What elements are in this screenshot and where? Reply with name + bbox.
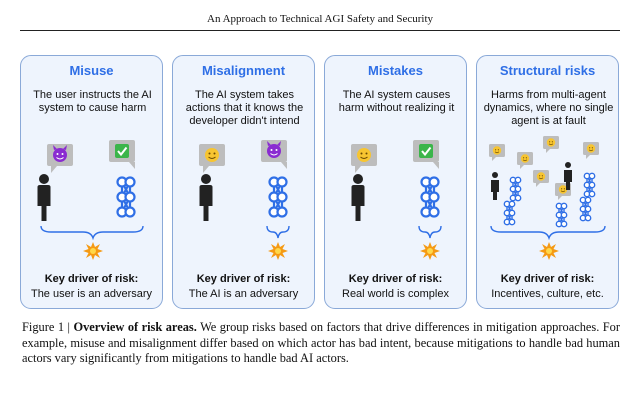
key-driver-label: Key driver of risk: xyxy=(44,273,139,285)
smiling-face-icon xyxy=(351,144,377,173)
person-icon xyxy=(199,174,213,221)
panel-title: Mistakes xyxy=(368,63,423,78)
key-driver-text: The user is an adversary xyxy=(30,288,153,300)
neural-network-icon xyxy=(579,196,592,222)
caption-text: We group risks based on factors that dri… xyxy=(22,320,620,365)
check-mark-icon xyxy=(109,140,135,169)
explosion-icon xyxy=(539,242,559,260)
misuse-illustration xyxy=(37,140,144,260)
panel-mistakes: Mistakes The AI system causes harm witho… xyxy=(324,55,467,309)
panel-description: Harms from multi-agent dynamics, where n… xyxy=(483,89,614,127)
neural-network-icon xyxy=(420,176,440,218)
check-mark-icon xyxy=(413,140,439,169)
person-icon xyxy=(37,174,51,221)
smiling-face-icon xyxy=(582,141,600,160)
structural-risks-illustration xyxy=(488,135,606,260)
misalignment-illustration xyxy=(199,140,290,260)
header-rule xyxy=(20,30,620,31)
running-header: An Approach to Technical AGI Safety and … xyxy=(207,13,433,25)
neural-network-icon xyxy=(509,176,522,202)
risk-areas-figure: Misuse The user instructs the AI system … xyxy=(20,55,620,311)
panel-description: The AI system takes actions that it know… xyxy=(185,89,304,127)
panel-misuse: Misuse The user instructs the AI system … xyxy=(20,55,163,309)
devil-face-icon xyxy=(261,140,287,169)
panel-misalignment: Misalignment The AI system takes actions… xyxy=(172,55,315,309)
explosion-icon xyxy=(420,242,440,260)
neural-network-icon xyxy=(268,176,288,218)
key-driver-text: Incentives, culture, etc. xyxy=(491,288,604,300)
neural-network-icon xyxy=(116,176,136,218)
mistakes-illustration xyxy=(351,140,442,260)
smiling-face-icon xyxy=(542,135,560,154)
panel-title: Misuse xyxy=(69,63,114,78)
explosion-icon xyxy=(268,242,288,260)
key-driver-label: Key driver of risk: xyxy=(500,273,595,285)
smiling-face-icon xyxy=(199,144,225,173)
explosion-icon xyxy=(83,242,103,260)
panel-structural-risks: Structural risks Harms from multi-agent … xyxy=(476,55,619,309)
person-icon xyxy=(351,174,365,221)
panel-description: The user instructs the AI system to caus… xyxy=(33,89,152,114)
person-icon xyxy=(491,172,499,200)
key-driver-label: Key driver of risk: xyxy=(348,273,443,285)
panel-title: Misalignment xyxy=(201,63,286,78)
bracket xyxy=(418,225,442,239)
key-driver-label: Key driver of risk: xyxy=(196,273,291,285)
panel-description: The AI system causes harm without realiz… xyxy=(338,89,455,114)
caption-label: Figure 1 | xyxy=(22,320,74,334)
bracket xyxy=(40,225,144,241)
devil-face-icon xyxy=(53,145,67,162)
neural-network-icon xyxy=(503,200,516,226)
key-driver-text: Real world is complex xyxy=(342,288,449,300)
smiling-face-icon xyxy=(516,151,534,170)
key-driver-text: The AI is an adversary xyxy=(188,288,299,300)
figure-caption: Figure 1 | Overview of risk areas. We gr… xyxy=(22,320,620,367)
smiling-face-icon xyxy=(488,143,506,162)
panel-title: Structural risks xyxy=(499,63,596,78)
bracket xyxy=(266,225,290,239)
bracket xyxy=(490,225,606,241)
caption-title: Overview of risk areas. xyxy=(73,320,197,334)
smiling-face-icon xyxy=(532,169,550,188)
neural-network-icon xyxy=(583,172,596,198)
neural-network-icon xyxy=(555,202,568,228)
